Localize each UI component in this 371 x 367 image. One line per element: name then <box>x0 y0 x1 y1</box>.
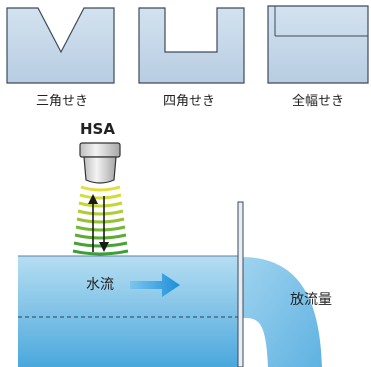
triangular-weir-label: 三角せき <box>36 94 89 109</box>
rectangular-weir-plate <box>138 7 245 84</box>
full-width-weir-plate <box>267 5 369 84</box>
full-width-weir-label: 全幅せき <box>292 94 345 109</box>
rectangular-weir-label: 四角せき <box>163 94 216 109</box>
measurement-arrows <box>88 194 109 252</box>
flow-arrow <box>130 273 180 297</box>
discharge-label: 放流量 <box>290 292 332 308</box>
hsa-sensor <box>79 142 121 184</box>
channel-water <box>18 256 243 367</box>
weir-wall <box>237 201 244 367</box>
water-flow-label: 水流 <box>86 277 114 293</box>
outflow-stream <box>243 257 322 367</box>
ultrasonic-waves <box>72 185 129 256</box>
sensor-label: HSA <box>80 120 115 138</box>
triangular-weir-plate <box>6 7 115 84</box>
